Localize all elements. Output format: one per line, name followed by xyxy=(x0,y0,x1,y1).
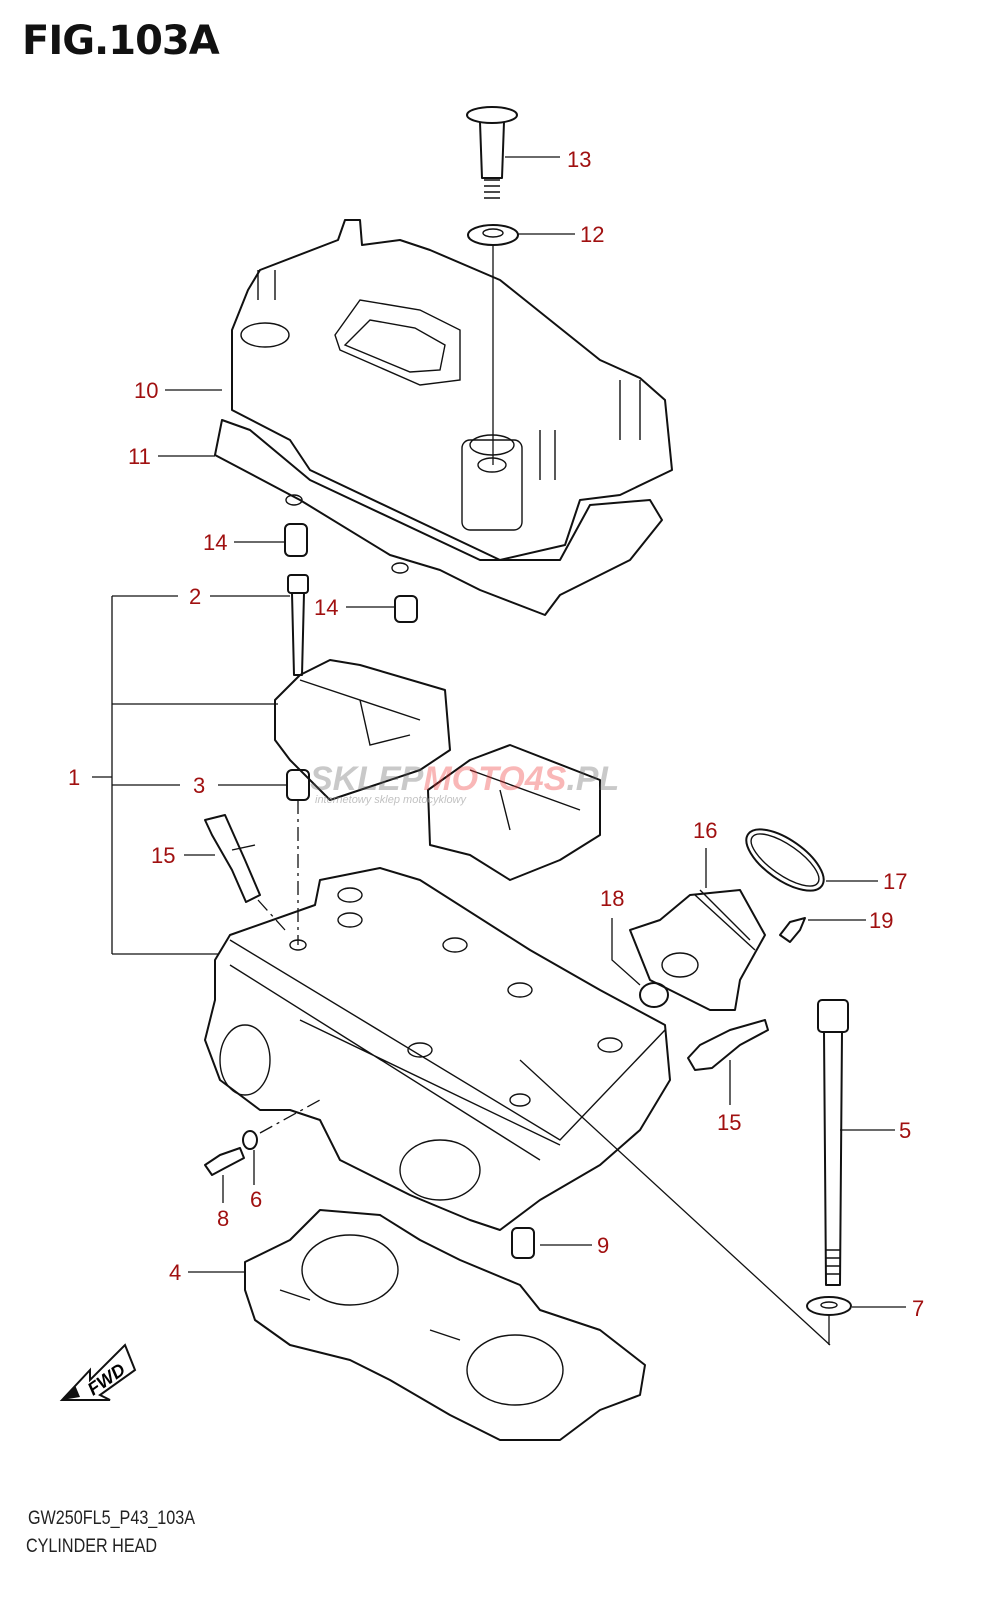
part-o-ring-18 xyxy=(639,982,669,1008)
svg-text:internetowy sklep motocyklowy: internetowy sklep motocyklowy xyxy=(315,794,468,806)
callout-10: 10 xyxy=(134,378,158,403)
callout-5: 5 xyxy=(899,1118,911,1143)
callout-numbers: 13 12 10 11 14 2 14 1 3 15 16 17 18 19 5… xyxy=(68,147,924,1321)
part-cylinder-head-cover-10 xyxy=(231,219,673,561)
callout-15: 15 xyxy=(151,843,175,868)
part-spark-plug-15b xyxy=(687,1019,769,1071)
part-dowel-9 xyxy=(511,1227,535,1259)
callout-9: 9 xyxy=(597,1233,609,1258)
callout-14: 14 xyxy=(314,595,338,620)
callout-2: 2 xyxy=(189,584,201,609)
fwd-arrow-icon: FWD xyxy=(59,1343,137,1401)
part-cam-holder xyxy=(274,659,601,881)
callout-12: 12 xyxy=(580,222,604,247)
figure-code: GW250FL5_P43_103A xyxy=(28,1508,195,1529)
svg-text:SKLEPMOTO4S.PL: SKLEPMOTO4S.PL xyxy=(310,760,619,798)
part-intake-pipe-16 xyxy=(629,889,766,1011)
callout-14: 14 xyxy=(203,530,227,555)
figure-title: FIG.103A xyxy=(22,18,220,64)
callout-11: 11 xyxy=(128,444,151,469)
part-dowel-14b xyxy=(394,595,418,623)
part-bolt-2 xyxy=(287,574,309,676)
callout-13: 13 xyxy=(567,147,591,172)
callout-8: 8 xyxy=(217,1206,229,1231)
part-stud-bolt-5 xyxy=(817,999,849,1286)
part-washer-6 xyxy=(242,1130,258,1150)
figure-name: CYLINDER HEAD xyxy=(26,1536,158,1557)
part-washer-7 xyxy=(806,1296,852,1316)
part-cylinder-head xyxy=(204,867,671,1231)
part-washer-12 xyxy=(467,224,519,246)
part-screw-19 xyxy=(779,917,806,943)
callout-6: 6 xyxy=(250,1187,262,1212)
callout-3: 3 xyxy=(193,773,205,798)
watermark-logo: SKLEPMOTO4S.PL internetowy sklep motocyk… xyxy=(310,760,619,806)
part-dowel-14a xyxy=(284,523,308,557)
part-clamp-17 xyxy=(745,828,825,892)
callout-17: 17 xyxy=(883,869,907,894)
callout-1: 1 xyxy=(68,765,80,790)
callout-15: 15 xyxy=(717,1110,741,1135)
callout-4: 4 xyxy=(169,1260,181,1285)
part-gasket-11 xyxy=(214,419,663,616)
part-bolt-8 xyxy=(204,1147,245,1176)
leader-lines xyxy=(92,156,906,1308)
part-head-gasket-4 xyxy=(244,1209,646,1441)
callout-19: 19 xyxy=(869,908,893,933)
callout-16: 16 xyxy=(693,818,717,843)
callout-7: 7 xyxy=(912,1296,924,1321)
callout-18: 18 xyxy=(600,886,624,911)
part-bolt-13 xyxy=(466,106,518,199)
part-spark-plug-15a xyxy=(204,814,261,903)
